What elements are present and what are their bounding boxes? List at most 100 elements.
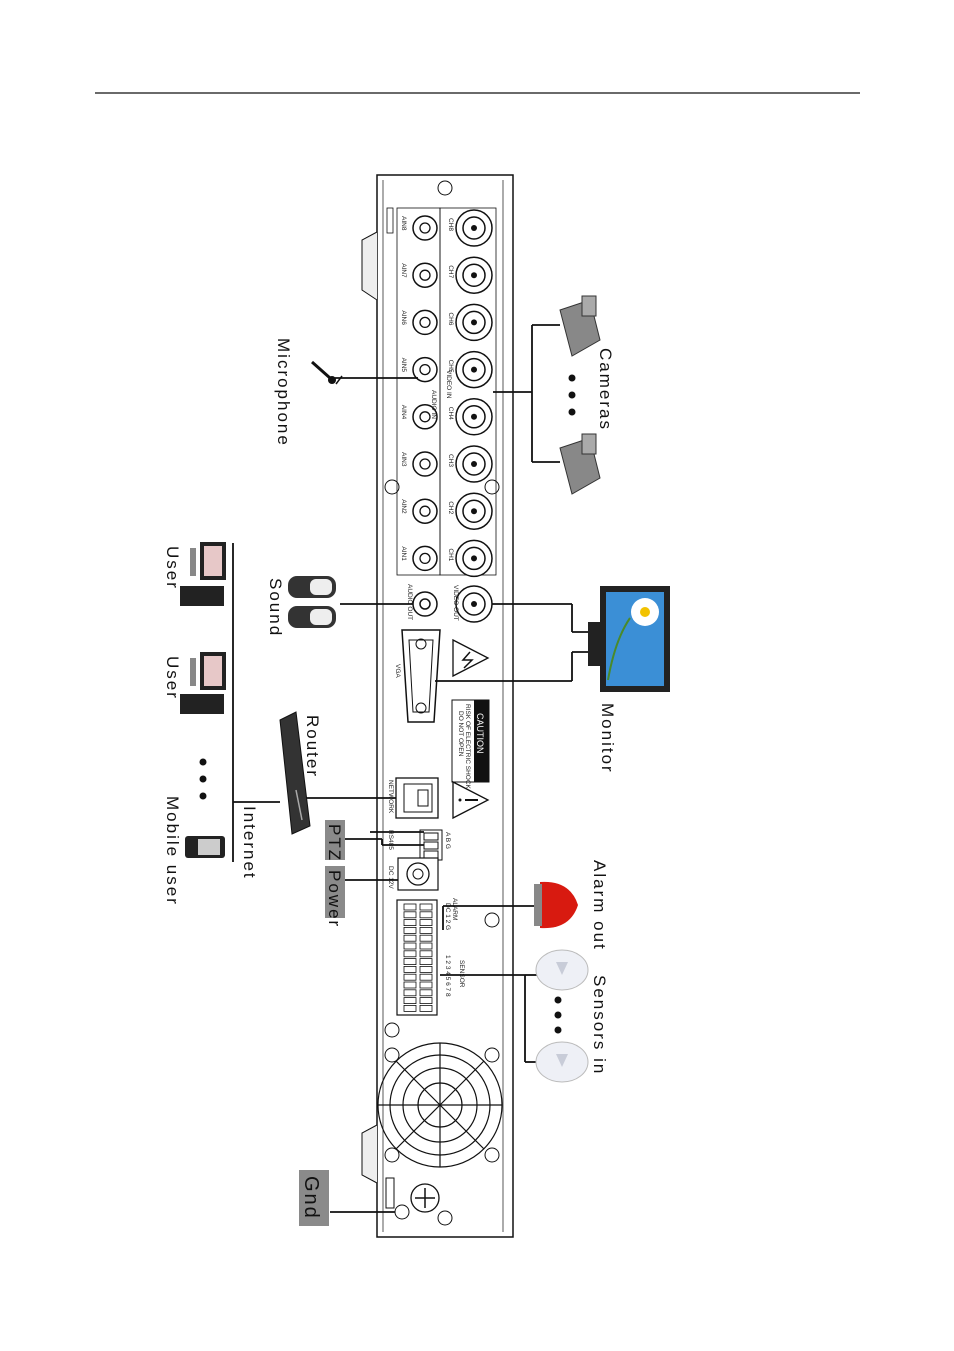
- alarm-sensor-terminal: ALARM DC 1 2 G SENSOR 1 2 3 4 5 6 7 8: [396, 898, 465, 1016]
- caution-line1: RISK OF ELECTRIC SHOCK: [464, 704, 471, 790]
- terminal-screw: [403, 973, 417, 981]
- audio-channel-label: AIN1: [400, 546, 407, 561]
- terminal-screw: [403, 1005, 417, 1012]
- attention-icon: [452, 780, 490, 820]
- gnd-label: Gnd: [300, 1176, 322, 1220]
- monitor-label: Monitor: [598, 703, 617, 774]
- audio-channel-label: AIN5: [400, 358, 407, 373]
- terminal-pin: [419, 927, 433, 934]
- vga-label: VGA: [394, 664, 401, 678]
- audio-input-connector: AIN4: [400, 404, 438, 430]
- video-input-connector: CH7: [447, 256, 493, 294]
- video-channel-label: CH6: [447, 312, 454, 325]
- video-channel-label: CH3: [447, 454, 454, 467]
- mobile-phone-icon: [185, 836, 225, 858]
- cameras-label: Cameras: [596, 348, 615, 431]
- audio-channel-label: AIN3: [400, 452, 407, 467]
- audio-channel-label: AIN4: [400, 405, 407, 420]
- terminal-screw: [403, 942, 417, 950]
- gnd-box: Gnd: [299, 1170, 329, 1226]
- network-label: NETWORK: [387, 780, 394, 814]
- camera-icon: [559, 295, 601, 357]
- terminal-pin: [419, 958, 433, 965]
- sensors-in-label: Sensors in: [590, 975, 609, 1075]
- power-box: Power: [325, 866, 345, 928]
- dc-label: DC 12V: [387, 866, 394, 889]
- audio-input-connector: AIN8: [400, 215, 438, 241]
- terminal-screw: [403, 989, 417, 997]
- video-input-connector: CH8: [447, 209, 493, 247]
- terminal-pin: [419, 981, 433, 989]
- audio-input-connector: AIN5: [400, 356, 438, 383]
- terminal-screw: [403, 997, 417, 1004]
- router-icon: [279, 711, 311, 835]
- network-port: NETWORK: [387, 777, 439, 819]
- ellipsis-dots: [568, 374, 576, 416]
- terminal-screw: [403, 966, 417, 973]
- microphone-icon: [311, 360, 343, 385]
- user-computer-icon: [180, 652, 226, 714]
- ground-screw: [385, 1177, 440, 1220]
- alarm-pins-label: DC 1 2 G: [444, 903, 451, 930]
- audio-input-connector: AIN6: [400, 309, 438, 336]
- rs485-label: RS485: [387, 830, 394, 850]
- audio-out-connector: AUDIO OUT: [406, 584, 438, 620]
- audio-channel-label: AIN6: [400, 310, 407, 325]
- audio-input-connector: AIN3: [400, 451, 438, 477]
- speaker-icon: [288, 576, 336, 628]
- caution-line2: DO NOT OPEN: [457, 711, 464, 757]
- user-label-2: User: [163, 656, 182, 700]
- router-label: Router: [303, 715, 322, 778]
- panel-screws: [384, 180, 500, 1226]
- audio-channel-label: AIN7: [400, 263, 407, 278]
- alarm-out-label: Alarm out: [590, 860, 609, 951]
- video-out-connector: VIDEO OUT: [452, 585, 493, 623]
- video-channel-label: CH4: [447, 407, 454, 420]
- ellipsis-dots: [554, 996, 562, 1034]
- audio-channel-label: AIN8: [400, 216, 407, 231]
- terminal-pin: [419, 966, 433, 973]
- terminal-pin: [419, 919, 433, 926]
- vga-connector: VGA: [394, 629, 441, 723]
- audio-input-connector: AIN1: [400, 545, 438, 572]
- sound-label: Sound: [266, 578, 285, 637]
- terminal-pin: [419, 903, 433, 911]
- terminal-pin: [419, 989, 433, 997]
- microphone-label: Microphone: [274, 338, 293, 447]
- monitor-icon: [588, 586, 670, 692]
- video-input-connector: CH4: [447, 398, 493, 436]
- abg-label: A B G: [444, 832, 451, 849]
- video-channel-label: CH8: [447, 218, 454, 231]
- terminal-screw: [403, 927, 417, 934]
- terminal-screw: [403, 911, 417, 919]
- video-input-connector: CH5: [447, 350, 493, 389]
- audio-in-label: AUDIO IN: [430, 390, 437, 419]
- audio-input-connector: AIN7: [400, 262, 438, 288]
- ptz-label: PTZ: [325, 824, 344, 862]
- alarm-light-icon: [534, 881, 578, 929]
- mobile-user-label: Mobile user: [163, 796, 182, 906]
- terminal-screw: [403, 958, 417, 965]
- terminal-pin: [419, 934, 433, 942]
- caution-title: CAUTION: [475, 713, 485, 754]
- terminal-pin: [419, 942, 433, 950]
- terminal-pin: [419, 973, 433, 981]
- terminal-pin: [419, 997, 433, 1004]
- terminal-screw: [403, 903, 417, 911]
- terminal-pin: [419, 950, 433, 958]
- connection-lines: [232, 324, 590, 1213]
- audio-out-label: AUDIO OUT: [406, 584, 413, 620]
- video-channel-label: CH1: [447, 548, 454, 561]
- ptz-box: PTZ: [325, 820, 345, 862]
- dc-power-jack: DC 12V: [387, 857, 439, 891]
- audio-channel-label: AIN2: [400, 499, 407, 514]
- fan-grille: [377, 1042, 503, 1168]
- terminal-screw: [403, 950, 417, 958]
- video-input-connector: CH2: [447, 492, 493, 530]
- video-input-connector: CH3: [447, 445, 493, 483]
- ellipsis-dots: [199, 758, 207, 800]
